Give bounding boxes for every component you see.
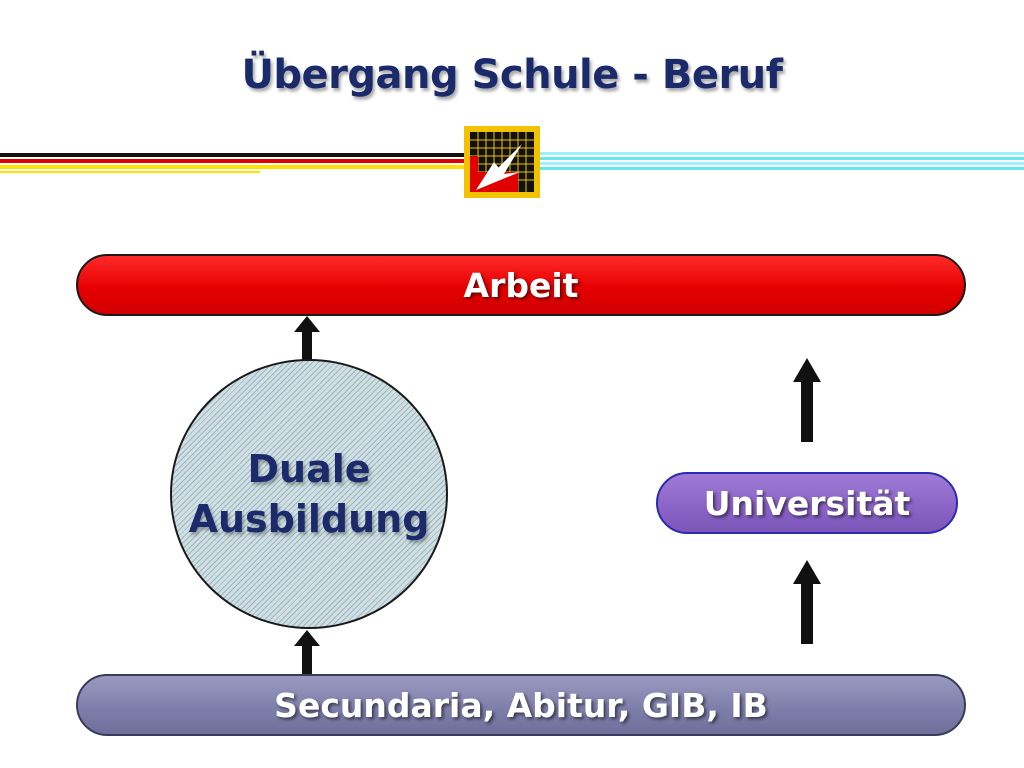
ausbildung-label: Ausbildung bbox=[188, 497, 430, 541]
page-title: Übergang Schule - Beruf bbox=[241, 52, 783, 98]
arbeit-label: Arbeit bbox=[463, 265, 579, 305]
arbeit-box: Arbeit bbox=[76, 254, 966, 316]
duale-ausbildung-circle: Duale Ausbildung bbox=[170, 359, 448, 629]
arrow-up-icon bbox=[294, 316, 320, 360]
header-stripes bbox=[0, 152, 1024, 173]
universitaet-box: Universität bbox=[656, 472, 958, 534]
secundaria-box: Secundaria, Abitur, GIB, IB bbox=[76, 674, 966, 736]
arrow-up-icon bbox=[294, 630, 320, 676]
duale-label: Duale bbox=[247, 447, 371, 491]
secundaria-label: Secundaria, Abitur, GIB, IB bbox=[274, 685, 768, 725]
school-logo-icon bbox=[464, 126, 540, 198]
arrow-up-icon bbox=[793, 560, 821, 644]
universitaet-label: Universität bbox=[703, 483, 911, 523]
arrow-up-icon bbox=[793, 358, 821, 442]
